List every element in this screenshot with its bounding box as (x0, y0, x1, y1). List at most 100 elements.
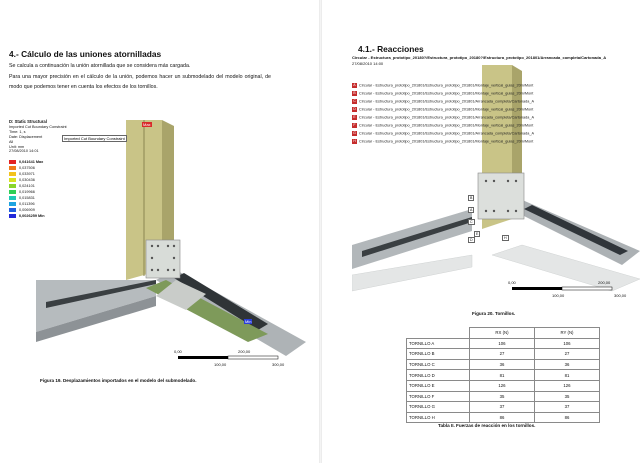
scale-label: 0,00 (508, 280, 516, 285)
rx-cell: 35 (469, 390, 535, 403)
ry-cell: 126 (534, 379, 600, 392)
rx-cell: 126 (469, 379, 535, 392)
ry-cell: 27 (534, 348, 600, 360)
beam-right-slot (174, 273, 268, 330)
scale-value: 0,006909 (19, 208, 35, 212)
scale-value: 0,033971 (19, 172, 35, 176)
scale-swatch (9, 202, 16, 206)
rx-cell: 27 (469, 348, 535, 360)
scale-label: 200,00 (598, 280, 611, 285)
ry-cell: 81 (534, 369, 600, 381)
scale-swatch (9, 214, 16, 218)
row-label: TORNILLO C (406, 358, 470, 371)
bolt-holes (150, 244, 176, 272)
scale-value: 0,041641 Max (19, 160, 44, 164)
description-paragraph: Para una mayor precisión en el cálculo d… (9, 74, 271, 90)
reaction-marker: A (352, 83, 357, 88)
reaction-text: Circular - Estructura_prototipo_201801/E… (359, 83, 534, 88)
beam-right-slot (524, 205, 628, 255)
legend-line: D: Static Structural (9, 119, 47, 124)
right-page: 4.1.- Reacciones Circular - Estructur (322, 0, 640, 463)
left-page: 4.- Cálculo de las uniones atornilladas … (9, 49, 306, 383)
table-corner (406, 327, 470, 339)
row-label: TORNILLO G (406, 401, 470, 413)
scale-swatch (9, 196, 16, 200)
scale-entry: 0,037506 (9, 166, 35, 170)
beam-joint (156, 280, 206, 310)
bolt-tag: E (474, 231, 481, 237)
scale-entry: 0,011396 (9, 202, 35, 206)
figure-title: Circular - Estructura_prototipo_20180?/E… (352, 55, 607, 60)
constraint-tag: Imported Cut Boundary Constraint (62, 135, 127, 142)
scale-entry: 0,015831 (9, 196, 35, 200)
scale-entry: 0,024101 (9, 184, 35, 188)
rx-cell: 81 (469, 369, 535, 381)
table-caption: Tabla II. Fuerzas de reacción en los tor… (438, 423, 536, 428)
scale-value: 0,011396 (19, 202, 35, 206)
reaction-text: Circular - Estructura_prototipo_201801/E… (359, 123, 534, 128)
reaction-text: Circular - Estructura_prototipo_201801/E… (359, 115, 534, 120)
scale-label: 300,00 (614, 293, 627, 298)
scale-swatch (9, 172, 16, 176)
page-gutter (319, 0, 322, 463)
reaction-text: Circular - Estructura_prototipo_201801/E… (359, 131, 534, 136)
scale-swatch (9, 160, 16, 164)
scale-entry: 0,041641 Max (9, 160, 43, 164)
section-heading: 4.1.- Reacciones (358, 44, 424, 54)
figure-date: 27/08/2010 14:00 (352, 61, 384, 66)
reaction-text: Circular - Estructura_prototipo_201801/E… (359, 99, 534, 104)
reaction-marker: H (352, 139, 357, 144)
scale-value: 0,024101 (19, 184, 35, 188)
scale-label: 200,00 (238, 349, 251, 354)
scale-swatch (9, 166, 16, 170)
rx-cell: 36 (469, 358, 535, 371)
result-legend: D: Static Structural Imported Cut Bounda… (9, 119, 67, 154)
ry-cell: 37 (534, 401, 600, 413)
scale-entry: 0,0026259 Min (9, 214, 45, 218)
reaction-text: Circular - Estructura_prototipo_201801/E… (359, 107, 534, 112)
reaction-text: Circular - Estructura_prototipo_201801/E… (359, 139, 534, 144)
bolt-tag: D (468, 237, 475, 243)
scale-value: 0,0026259 Min (19, 214, 45, 218)
legend-line: 27/08/2010 14:01 (9, 149, 39, 154)
beam-left-side (36, 296, 156, 342)
scale-value: 0,015831 (19, 196, 35, 200)
beam-left-slot (362, 217, 472, 257)
reaction-text: Circular - Estructura_prototipo_201801/E… (359, 91, 534, 96)
beam-left (36, 280, 156, 332)
legend-line: Date: Displacement (9, 134, 43, 139)
bolt-tag: B (468, 195, 475, 201)
scale-swatch (9, 190, 16, 194)
max-tag: Max (142, 122, 152, 127)
scale-entry: 0,030436 (9, 178, 35, 182)
reaction-marker: F (352, 123, 357, 128)
bolt-holes (484, 179, 518, 213)
reaction-marker: C (352, 99, 357, 104)
row-label: TORNILLO H (406, 411, 470, 424)
bolts-render (352, 65, 640, 292)
row-label: TORNILLO D (406, 369, 470, 381)
beam-ghost-right (491, 244, 640, 292)
ry-cell: 36 (534, 358, 600, 371)
intro-paragraph: Se calcula a continuación la unión atorn… (9, 63, 191, 69)
rx-cell: 106 (469, 337, 535, 350)
scale-swatch (9, 208, 16, 212)
scale-label: 100,00 (214, 362, 227, 367)
rx-cell: 37 (469, 401, 535, 413)
figure-20: Circular - Estructura_prototipo_20180?/E… (352, 55, 640, 305)
row-label: TORNILLO B (406, 348, 470, 360)
table-header-row: RX (N) RY (N) (406, 327, 600, 339)
legend-line: Imported Cut Boundary Constraint (9, 124, 67, 129)
beam-left-slot (46, 280, 156, 308)
